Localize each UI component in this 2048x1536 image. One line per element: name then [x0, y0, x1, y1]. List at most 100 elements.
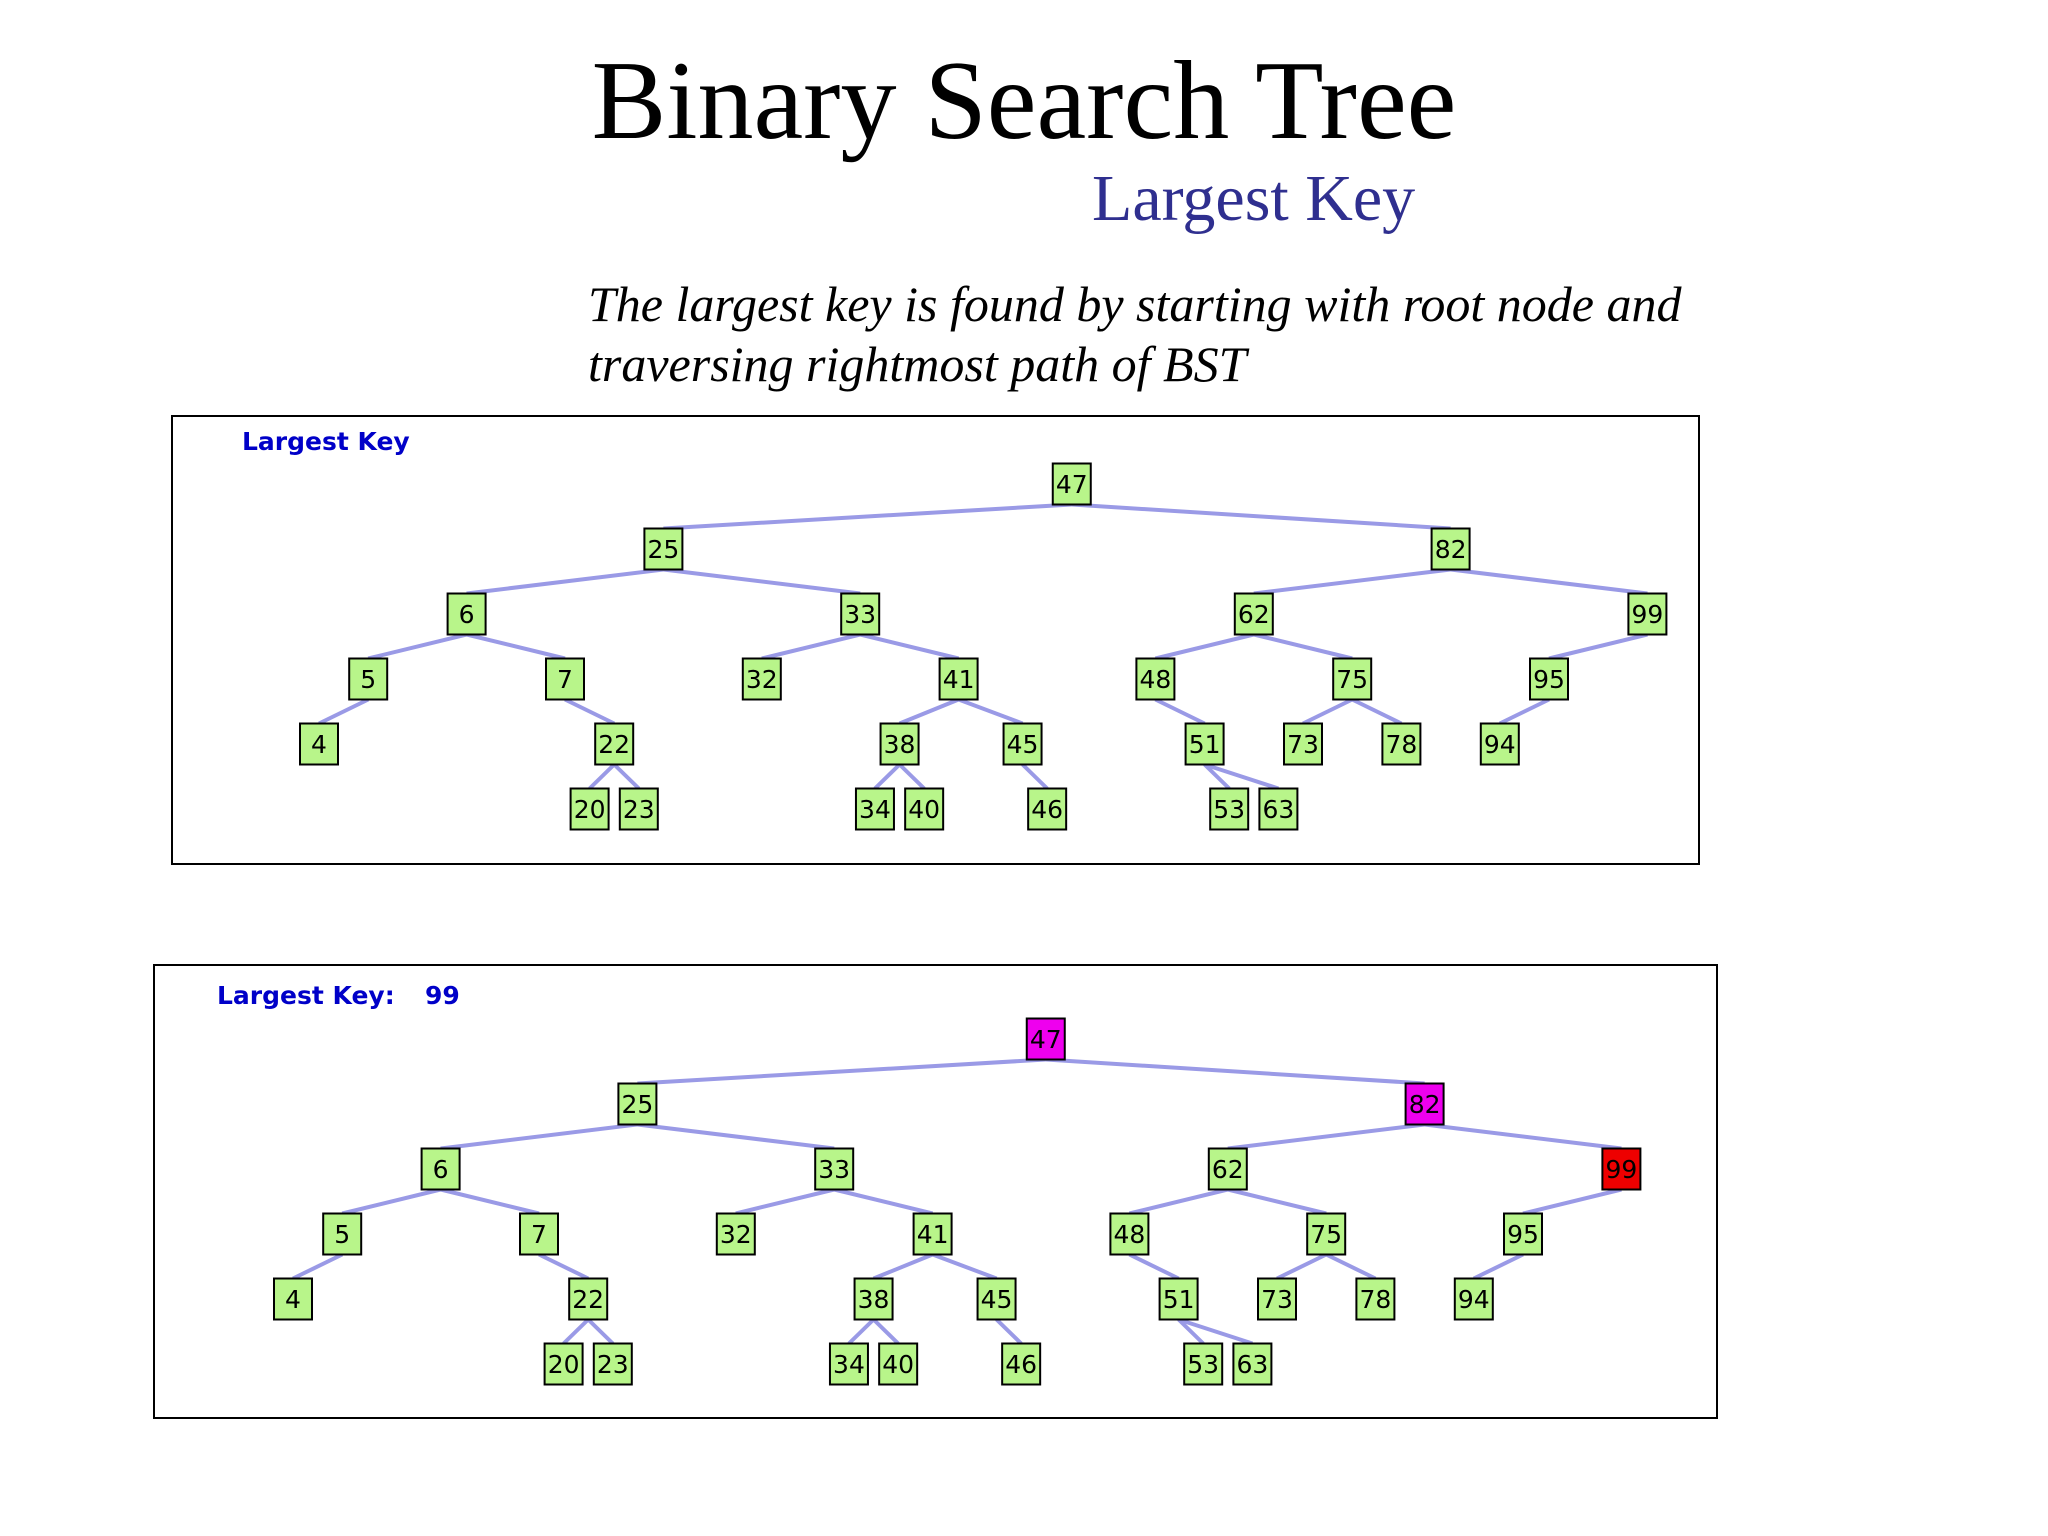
- tree-node-75: 75: [1306, 1212, 1347, 1256]
- description-line-2: traversing rightmost path of BST: [588, 336, 1247, 392]
- tree-edge-51-53: [1177, 1318, 1205, 1345]
- node-box: [879, 722, 920, 766]
- node-key-label: 47: [1030, 1025, 1062, 1054]
- tree-edge-5-4: [318, 697, 370, 726]
- tree-edge-41-45: [931, 1252, 998, 1281]
- tree-node-95: 95: [1529, 657, 1569, 701]
- node-box: [1135, 657, 1176, 701]
- node-box: [912, 1212, 953, 1256]
- tree-edge-47-25: [663, 502, 1072, 531]
- node-key-label: 46: [1005, 1350, 1037, 1379]
- node-box: [1232, 1342, 1273, 1386]
- tree-node-33: 33: [814, 1147, 855, 1191]
- tree-edge-7-22: [538, 1252, 590, 1281]
- tree-node-34: 34: [854, 787, 895, 831]
- tree-edge-33-32: [761, 632, 861, 661]
- node-box: [1184, 722, 1225, 766]
- node-key-label: 5: [360, 665, 376, 694]
- tree-node-32: 32: [741, 657, 782, 701]
- node-key-label: 6: [433, 1155, 449, 1184]
- tree-edge-5-4: [292, 1252, 344, 1281]
- tree-node-99: 99: [1627, 592, 1668, 636]
- tree-node-40: 40: [878, 1342, 919, 1386]
- node-key-label: 4: [311, 730, 327, 759]
- node-key-label: 63: [1236, 1350, 1268, 1379]
- description-line-1: The largest key is found by starting wit…: [588, 276, 1682, 332]
- node-key-label: 38: [858, 1285, 890, 1314]
- tree-node-51: 51: [1184, 722, 1225, 766]
- node-box: [543, 1342, 584, 1386]
- node-key-label: 94: [1484, 730, 1516, 759]
- node-box: [976, 1277, 1017, 1321]
- tree-edge-75-78: [1325, 1252, 1377, 1281]
- node-key-label: 5: [334, 1220, 350, 1249]
- tree-edge-22-23: [586, 1318, 615, 1345]
- node-box: [1503, 1212, 1543, 1256]
- node-key-label: 22: [598, 730, 630, 759]
- node-box: [299, 722, 339, 766]
- tree-node-45: 45: [976, 1277, 1017, 1321]
- node-key-label: 23: [597, 1350, 629, 1379]
- tree-edge-47-82: [1045, 1057, 1425, 1086]
- node-key-label: 63: [1262, 795, 1294, 824]
- node-box: [1257, 1277, 1297, 1321]
- node-box: [853, 1277, 894, 1321]
- tree-edge-25-33: [637, 1122, 835, 1151]
- node-box: [617, 1082, 658, 1126]
- largest-key-value: 99: [425, 981, 460, 1010]
- tree-edge-22-20: [588, 763, 616, 790]
- node-box: [618, 787, 659, 831]
- node-box: [1209, 787, 1250, 831]
- node-box: [545, 657, 585, 701]
- node-box: [1627, 592, 1668, 636]
- tree-edge-41-38: [872, 1252, 934, 1281]
- node-box: [322, 1212, 363, 1256]
- tree-node-40: 40: [904, 787, 945, 831]
- tree-node-22: 22: [594, 722, 635, 766]
- tree-edge-47-25: [637, 1057, 1046, 1086]
- node-box: [1355, 1277, 1396, 1321]
- tree-node-75: 75: [1332, 657, 1373, 701]
- node-box: [446, 592, 487, 636]
- tree-node-25: 25: [617, 1082, 658, 1126]
- tree-node-32: 32: [715, 1212, 756, 1256]
- slide-subtitle: Largest Key: [1092, 162, 1416, 235]
- tree-node-5: 5: [348, 657, 389, 701]
- tree-node-62: 62: [1207, 1147, 1248, 1191]
- node-box: [519, 1212, 559, 1256]
- tree-node-6: 6: [420, 1147, 461, 1191]
- tree-edge-99-95: [1548, 632, 1648, 661]
- node-box: [741, 657, 782, 701]
- tree-node-25: 25: [643, 527, 684, 571]
- node-box: [1332, 657, 1373, 701]
- node-key-label: 34: [833, 1350, 865, 1379]
- tree-edge-45-46: [1021, 763, 1049, 790]
- node-key-label: 41: [917, 1220, 949, 1249]
- tree-node-47: 47: [1051, 462, 1092, 506]
- node-box: [1183, 1342, 1224, 1386]
- node-box: [1404, 1082, 1445, 1126]
- tree-edge-62-48: [1128, 1187, 1229, 1216]
- tree-node-7: 7: [519, 1212, 559, 1256]
- node-key-label: 95: [1507, 1220, 1539, 1249]
- node-key-label: 75: [1310, 1220, 1342, 1249]
- node-key-label: 25: [621, 1090, 653, 1119]
- tree-edge-82-99: [1424, 1122, 1622, 1151]
- node-box: [643, 527, 684, 571]
- tree-edge-95-94: [1472, 1252, 1524, 1281]
- node-key-label: 48: [1139, 665, 1171, 694]
- tree-edge-38-40: [898, 763, 926, 790]
- node-key-label: 7: [557, 665, 573, 694]
- node-box: [1453, 1277, 1494, 1321]
- tree-node-41: 41: [938, 657, 979, 701]
- slide-description: The largest key is found by starting wit…: [588, 274, 1888, 394]
- tree-node-38: 38: [879, 722, 920, 766]
- node-box: [1306, 1212, 1347, 1256]
- node-key-label: 99: [1605, 1155, 1637, 1184]
- tree-node-23: 23: [618, 787, 659, 831]
- tree-edge-62-75: [1253, 632, 1353, 661]
- tree-node-4: 4: [273, 1277, 313, 1321]
- node-key-label: 75: [1336, 665, 1368, 694]
- node-box: [1258, 787, 1299, 831]
